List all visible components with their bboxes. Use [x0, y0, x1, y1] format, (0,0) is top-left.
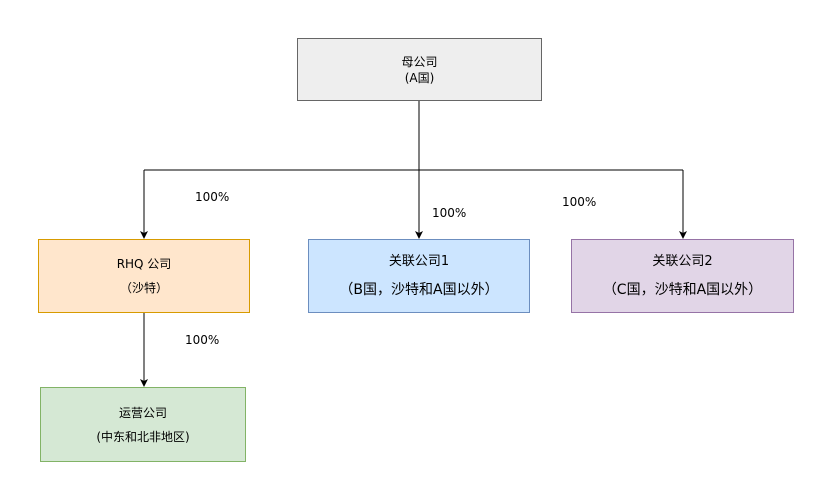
node-parent-name: 母公司 — [401, 54, 438, 69]
node-operating-company[interactable]: 运营公司 (中东和北非地区) — [40, 387, 246, 462]
node-parent-company[interactable]: 母公司 (A国) — [297, 38, 542, 101]
edge-label-rhq-to-operating: 100% — [185, 333, 220, 347]
node-rhq-name: RHQ 公司 — [116, 257, 172, 271]
node-affiliate2-country: （C国，沙特和A国以外） — [602, 282, 763, 298]
node-rhq-country: （沙特） — [119, 281, 168, 295]
node-affiliate-1[interactable]: 关联公司1 （B国，沙特和A国以外） — [308, 239, 530, 313]
edge-label-parent-to-rhq: 100% — [195, 190, 230, 204]
node-rhq-company[interactable]: RHQ 公司 （沙特） — [38, 239, 250, 313]
edge-label-parent-to-affiliate2: 100% — [562, 195, 597, 209]
node-affiliate2-name: 关联公司2 — [652, 254, 713, 269]
edge-label-parent-to-affiliate1: 100% — [432, 206, 467, 220]
node-operating-region: (中东和北非地区) — [96, 429, 190, 444]
node-operating-name: 运营公司 — [118, 405, 167, 420]
node-parent-country: (A国) — [404, 70, 435, 85]
node-affiliate1-name: 关联公司1 — [388, 254, 450, 269]
node-affiliate-2[interactable]: 关联公司2 （C国，沙特和A国以外） — [571, 239, 794, 313]
node-affiliate1-country: （B国，沙特和A国以外） — [339, 282, 499, 298]
